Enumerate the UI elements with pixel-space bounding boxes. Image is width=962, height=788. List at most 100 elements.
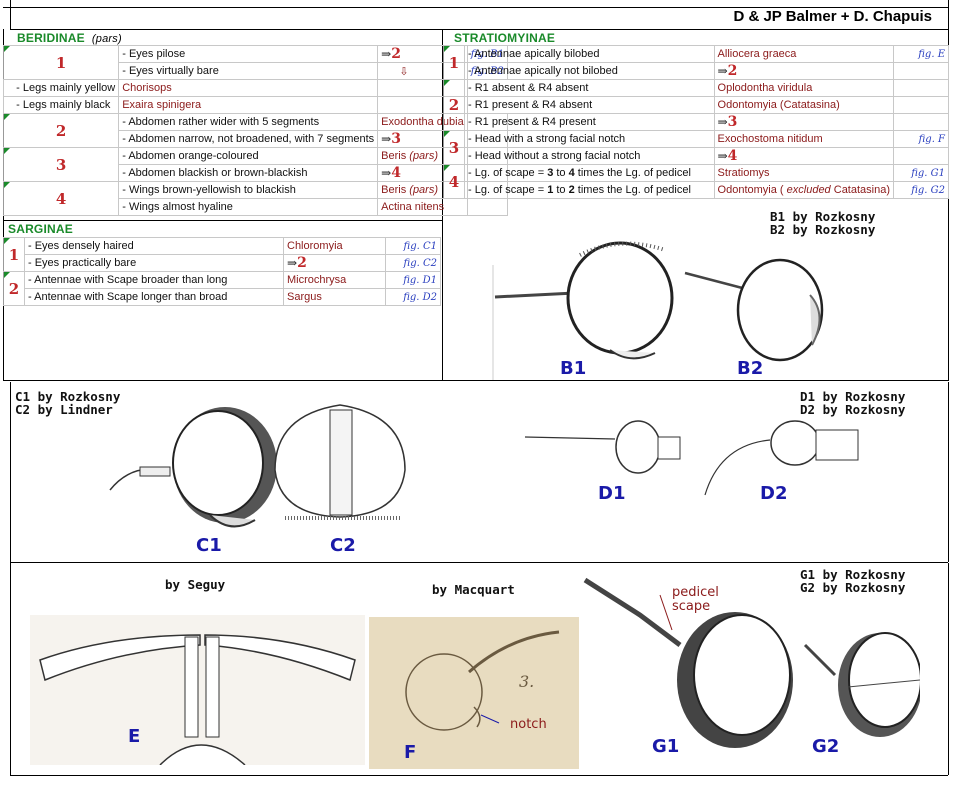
figure-e-drawing <box>30 615 365 765</box>
frame-line <box>10 382 11 562</box>
taxon-name: Oplodontha viridula <box>717 82 813 94</box>
description-text: - Antennae with Scape longer than broad <box>28 291 228 303</box>
character-description: - R1 present & R4 absent <box>464 96 715 114</box>
result: Exochostoma nitidum <box>713 130 895 148</box>
couplet-number: 3 <box>2 147 120 182</box>
figure-b-drawing <box>492 241 824 380</box>
goto-arrow-icon: ⇒ <box>717 149 728 163</box>
figure-reference: fig. D1 <box>385 271 441 289</box>
frame-line <box>948 29 949 381</box>
figure-reference: fig. G2 <box>893 181 949 199</box>
character-description: - Antennae with Scape broader than long <box>24 271 284 289</box>
key-row: - R1 present & R4 present⇒3 <box>444 113 949 131</box>
goto-couplet: ⇒4 <box>718 148 738 164</box>
figure-label-b1: B1 <box>560 358 587 379</box>
character-description: - Abdomen narrow, not broadened, with 7 … <box>118 130 379 148</box>
goto-number: 2 <box>297 255 307 271</box>
taxon-name: Exochostoma nitidum <box>717 133 823 145</box>
result: Chloromyia <box>283 237 386 255</box>
goto-number: 3 <box>391 131 401 147</box>
result: Actina nitens <box>377 198 468 216</box>
figure-reference: fig. E <box>893 45 949 63</box>
description-text: - Abdomen rather wider with 5 segments <box>122 116 320 128</box>
figure-label-d1: D1 <box>598 483 626 504</box>
result: Chorisops <box>118 79 379 97</box>
key-row: 2 - Antennae with Scape broader than long… <box>3 271 441 306</box>
goto-couplet: ⇒2 <box>287 255 307 271</box>
key-row: 2- R1 absent & R4 absent Oplodontha virid… <box>443 79 949 131</box>
goto-couplet: ⇒3 <box>381 131 401 147</box>
figure-f-credit: by Macquart <box>432 582 515 597</box>
taxon-name-rest: Catatasina) <box>830 184 890 196</box>
description-text: - Eyes densely haired <box>28 240 134 252</box>
couplet-number: 3 <box>443 130 465 165</box>
couplet-marker-icon <box>4 114 10 120</box>
description-text: - Antennae with Scape broader than long <box>28 274 228 286</box>
figure-reference: fig. C2 <box>385 254 441 272</box>
taxon-name: Odontomyia ( <box>717 184 784 196</box>
frame-line <box>948 0 949 30</box>
figure-label-g2: G2 <box>812 736 840 757</box>
couplet-number: 2 <box>443 79 465 131</box>
character-description: - Antennae apically not bilobed <box>464 62 715 80</box>
figure-reference <box>893 113 949 131</box>
character-description: - Legs mainly black <box>2 96 120 114</box>
down-arrow-icon: ⇩ <box>399 65 409 78</box>
character-description: - R1 present & R4 present <box>464 113 715 131</box>
goto-number: 4 <box>391 165 401 181</box>
figure-reference <box>893 147 949 165</box>
result: Exaira spinigera <box>118 96 379 114</box>
result: Odontomyia ( excluded Catatasina) <box>713 181 895 199</box>
couplet-number-text: 4 <box>448 172 460 191</box>
description-text: - R1 present & R4 absent <box>468 99 593 111</box>
couplet-number: 4 <box>443 164 465 199</box>
description-part: 4 <box>568 167 575 179</box>
couplet-number-text: 3 <box>448 138 460 157</box>
result: Microchrysa <box>283 271 386 289</box>
figure-label-g1: G1 <box>652 736 680 757</box>
frame-line <box>3 7 948 8</box>
description-text: - Wings brown-yellowish to blackish <box>122 184 296 196</box>
figure-c-drawing <box>109 404 406 528</box>
character-description: - Head without a strong facial notch <box>464 147 715 165</box>
taxon-note: (pars) <box>409 150 439 162</box>
taxon-name: Odontomyia (Catatasina) <box>717 99 840 111</box>
frame-line <box>10 0 11 30</box>
frame-line <box>10 563 11 775</box>
description-part: 1 <box>547 184 554 196</box>
couplet-marker-icon <box>4 182 10 188</box>
character-description: - Lg. of scape = 1 to 2 times the Lg. of… <box>464 181 715 199</box>
couplet-number-text: 1 <box>55 53 67 72</box>
couplet-number-text: 2 <box>8 279 20 298</box>
figure-f-plate-number: 3. <box>519 672 534 691</box>
couplet-number: 2 <box>2 113 120 148</box>
figure-reference: fig. D2 <box>385 288 441 306</box>
couplet-number-text: 3 <box>55 155 67 174</box>
key-row: - Lg. of scape = 1 to 2 times the Lg. of… <box>444 181 949 199</box>
figure-reference <box>466 198 508 216</box>
figure-reference: fig. G1 <box>893 164 949 182</box>
character-description: - Abdomen orange-coloured <box>118 147 379 165</box>
character-description: - Eyes pilose <box>118 45 379 63</box>
character-description: - Eyes densely haired <box>24 237 284 255</box>
couplet-number: 1 <box>443 45 465 80</box>
frame-line <box>948 382 949 562</box>
goto-arrow-icon: ⇒ <box>717 115 728 129</box>
description-part: times the Lg. of pedicel <box>574 184 691 196</box>
goto-couplet: ⇒2 <box>381 46 401 62</box>
figure-g-drawing <box>583 577 920 748</box>
description-part: 3 <box>547 167 554 179</box>
figure-f-drawing: 3. <box>369 617 579 769</box>
description-text: - R1 absent & R4 absent <box>468 82 589 94</box>
description-text: - Eyes virtually bare <box>122 65 219 77</box>
description-text: - Abdomen blackish or brown-blackish <box>122 167 308 179</box>
